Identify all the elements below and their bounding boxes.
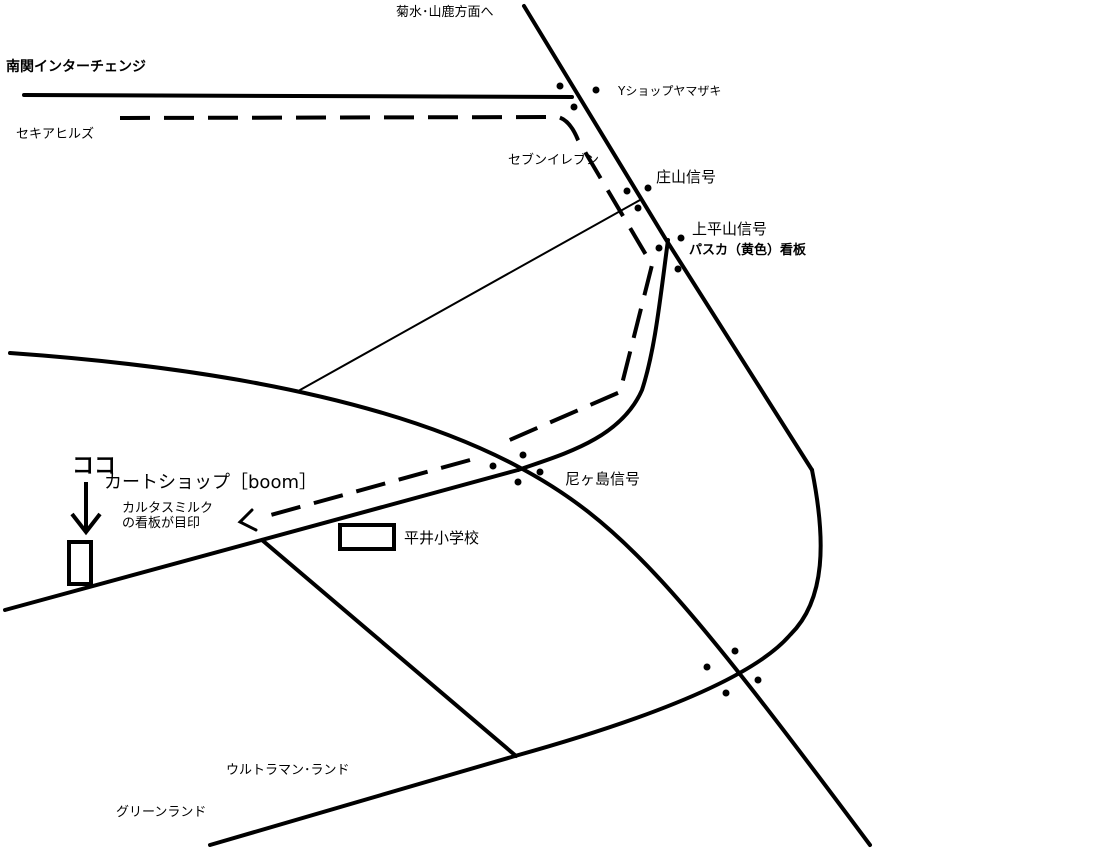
route-dashed bbox=[119, 114, 655, 444]
label-kikusui-direction: 菊水･山鹿方面へ bbox=[396, 5, 494, 20]
shop-arrow-icon bbox=[70, 482, 102, 536]
label-seki-hills: セキアヒルズ bbox=[16, 127, 95, 142]
kart-shop-building bbox=[67, 540, 93, 586]
road-green-land bbox=[208, 754, 517, 847]
label-kart-shop: カートショップ［boom］ bbox=[104, 472, 317, 493]
label-karuta-line2: の看板が目印 bbox=[122, 516, 201, 531]
label-hirai-school: 平井小学校 bbox=[404, 529, 480, 547]
label-seven-eleven: セブンイレブン bbox=[508, 153, 600, 168]
hirai-school-building bbox=[338, 523, 396, 551]
route-arrowhead-icon bbox=[237, 508, 258, 532]
signal-dots bbox=[489, 82, 762, 697]
label-koko: ココ bbox=[72, 454, 117, 479]
label-kamihirayama-signal: 上平山信号 bbox=[692, 220, 768, 238]
label-green-land: グリーンランド bbox=[116, 805, 207, 820]
label-nankan-ic: 南関インターチェンジ bbox=[6, 59, 146, 75]
label-y-shop: Yショップヤマザキ bbox=[618, 84, 722, 98]
label-nigashima-signal: 尼ヶ島信号 bbox=[565, 470, 641, 488]
label-karuta-line1: カルタスミルク bbox=[122, 501, 214, 516]
route-dashed-to-shop bbox=[259, 458, 471, 520]
road-east-curve bbox=[513, 468, 823, 758]
road-thin-connector bbox=[299, 199, 641, 391]
road-hirai-school bbox=[260, 538, 518, 758]
road-nankan-ic bbox=[22, 93, 574, 99]
label-pasuka-sign: パスカ（黄色）看板 bbox=[689, 243, 807, 258]
road-kamihirayama-nigashima bbox=[516, 238, 670, 472]
road-kikusui-main bbox=[522, 4, 814, 472]
label-shoyama-signal: 庄山信号 bbox=[656, 168, 717, 186]
road-lower-diagonal bbox=[8, 351, 872, 847]
label-ultraman-land: ウルトラマン･ランド bbox=[226, 763, 350, 778]
